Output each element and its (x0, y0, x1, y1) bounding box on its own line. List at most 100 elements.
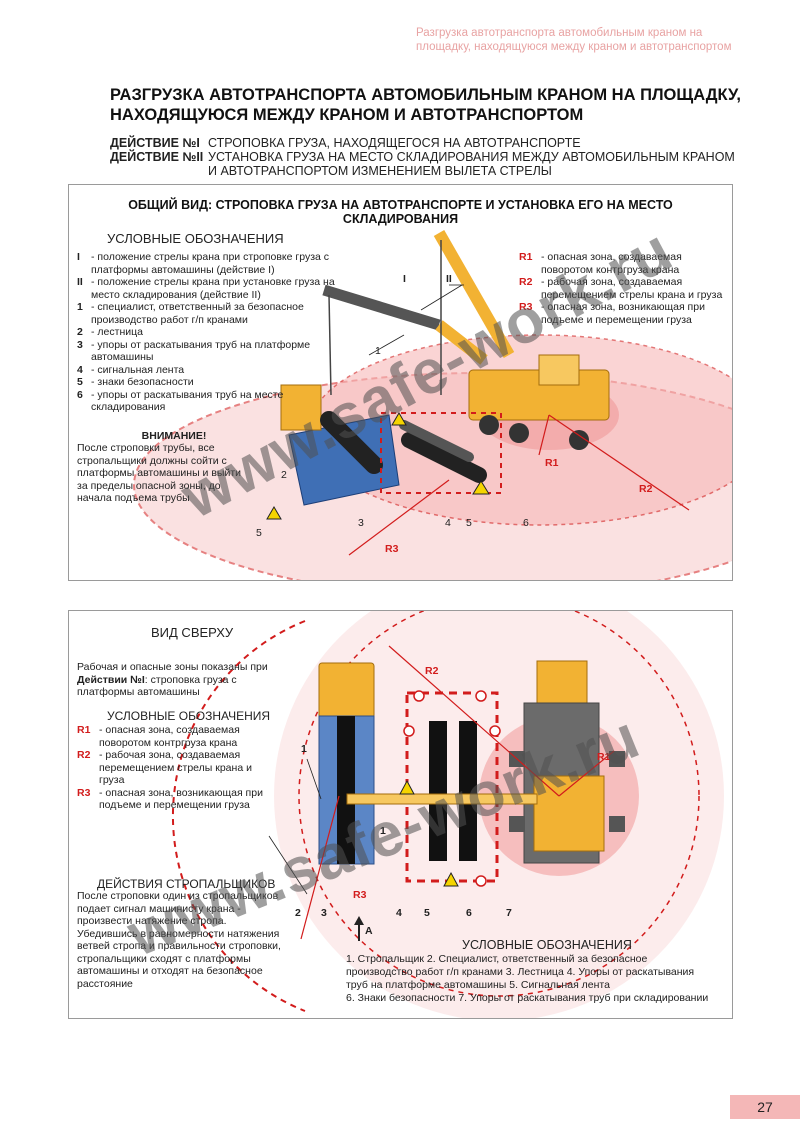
callout-5b: 5 (256, 527, 262, 539)
r3-line (300, 795, 340, 940)
r1-line (538, 414, 550, 456)
callout-5: 5 (424, 907, 430, 919)
callout-r1: R1 (597, 751, 611, 763)
callout-6: 6 (466, 907, 472, 919)
r1-line (558, 750, 615, 797)
hook-line-1 (328, 294, 332, 396)
bottom-legend-line: труб на платформе автомашины 5. Сигнальн… (346, 979, 610, 991)
callout-r3: R3 (353, 889, 367, 901)
outrigger (509, 816, 525, 832)
zone-r2-circle (298, 611, 700, 997)
truck-cabin (280, 384, 322, 431)
action-2-text-cont: И АВТОТРАНСПОРТОМ ИЗМЕНЕНИЕМ ВЫЛЕТА СТРЕ… (208, 164, 552, 178)
legend-item: 3- упоры от раскатывания труб на платфор… (77, 338, 311, 364)
panel1-legend: I- положение стрелы крана при строповке … (77, 251, 357, 414)
prohibition-sign (403, 725, 415, 737)
actions-block: ДЕЙСТВИЕ №I СТРОПОВКА ГРУЗА, НАХОДЯЩЕГОС… (110, 136, 760, 178)
zone-item-r3: R3- опасная зона, возникающая при подъем… (77, 786, 263, 812)
warning-sign (472, 480, 490, 495)
outrigger (609, 816, 625, 832)
crane-boom-top (346, 793, 538, 805)
callout-2: 2 (295, 907, 301, 919)
action-2-text: УСТАНОВКА ГРУЗА НА МЕСТО СКЛАДИРОВАНИЯ М… (208, 150, 735, 164)
pipe-on-truck-top (337, 716, 355, 864)
bottom-legend-line: производство работ г/п кранами 3. Лестни… (346, 966, 695, 978)
pipe-stored (401, 432, 487, 483)
legend-item: II- положение стрелы крана при установке… (77, 276, 335, 301)
r2-line (548, 414, 690, 511)
panel2-heading: ВИД СВЕРХУ (151, 625, 234, 640)
warning-title: ВНИМАНИЕ! (141, 430, 207, 442)
bottom-legend-title: УСЛОВНЫЕ ОБОЗНАЧЕНИЯ (462, 938, 632, 952)
truck-platform (288, 414, 400, 506)
boom-position-1 (322, 284, 441, 331)
action-1: ДЕЙСТВИЕ №I СТРОПОВКА ГРУЗА, НАХОДЯЩЕГОС… (110, 136, 760, 150)
pipe-on-truck (320, 411, 383, 474)
crane-turret-top (533, 775, 605, 852)
callout-1: 1 (301, 743, 307, 755)
page-number: 27 (757, 1099, 773, 1115)
general-view-panel: ОБЩИЙ ВИД: СТРОПОВКА ГРУЗА НА АВТОТРАНСП… (68, 184, 733, 581)
legend-item: 6- упоры от раскатывания труб на месте с… (77, 388, 284, 414)
stored-pipe (429, 721, 447, 861)
boom-position-2 (433, 230, 515, 358)
callout-r1: R1 (545, 457, 559, 469)
prohibition-sign (475, 690, 487, 702)
header-note: Разгрузка автотранспорта автомобильным к… (416, 27, 732, 53)
signal-tape (380, 412, 502, 494)
riggers-title: ДЕЙСТВИЯ СТРОПАЛЬЩИКОВ (97, 877, 276, 891)
callout-II: II (446, 273, 452, 285)
legend-item: 2- лестница (77, 326, 143, 338)
warning-sign (399, 779, 415, 795)
legend-item: 4- сигнальная лента (77, 363, 185, 376)
callout-7: 7 (506, 907, 512, 919)
callout-1b: 1 (380, 825, 386, 837)
zone-item-r2: R2- рабочая зона, создаваемая перемещени… (519, 276, 723, 301)
callout-3: 3 (321, 907, 327, 919)
callout-4: 4 (396, 907, 402, 919)
r2-line (388, 645, 560, 797)
bottom-legend: 1. Стропальщик 2. Специалист, ответствен… (346, 953, 726, 1005)
stored-pipe (459, 721, 477, 861)
prohibition-sign (489, 725, 501, 737)
legend-item: I- положение стрелы крана при строповке … (77, 251, 330, 276)
crane-cabin (538, 354, 580, 386)
top-view-panel: ВИД СВЕРХУ Рабочая и опасные зоны показа… (68, 610, 733, 1019)
zone-item-r1: R1- опасная зона, создаваемая поворотом … (77, 724, 240, 749)
warning-sign (266, 506, 282, 520)
panel2-zones-legend: R1- опасная зона, создаваемая поворотом … (77, 724, 277, 812)
r3-line (348, 479, 450, 556)
zone-item-r2: R2- рабочая зона, создаваемая перемещени… (77, 749, 252, 786)
zone-item-r3: R3- опасная зона, возникающая при подъем… (519, 301, 705, 326)
prohibition-sign (475, 875, 487, 887)
warning-text: После строповки трубы, все стропальщики … (77, 442, 242, 504)
callout-r3: R3 (385, 543, 399, 555)
panel2-note: Рабочая и опасные зоны показаны при Дейс… (77, 661, 268, 698)
bottom-legend-line: 6. Знаки безопасности 7. Упоры от раскат… (346, 992, 709, 1004)
callout-3: 3 (358, 517, 364, 529)
crane-wheel (569, 430, 589, 450)
crane-wheel (479, 415, 499, 435)
action-1-text: СТРОПОВКА ГРУЗА, НАХОДЯЩЕГОСЯ НА АВТОТРА… (208, 136, 581, 150)
panel1-heading: ОБЩИЙ ВИД: СТРОПОВКА ГРУЗА НА АВТОТРАНСП… (128, 198, 673, 226)
panel1-legend-title: УСЛОВНЫЕ ОБОЗНАЧЕНИЯ (107, 231, 284, 246)
panel2-legend-title: УСЛОВНЫЕ ОБОЗНАЧЕНИЯ (107, 709, 271, 723)
crane-cabin-top (536, 660, 588, 704)
action-2-label: ДЕЙСТВИЕ №II (110, 150, 204, 164)
top-view-illustration (171, 611, 724, 1018)
legend-item: 1- специалист, ответственный за безопасн… (77, 301, 304, 326)
riggers-text: После строповки один из стропальщиков по… (77, 890, 281, 990)
zone-item-r1: R1- опасная зона, создаваемая поворотом … (519, 251, 682, 276)
callout-view-a: А (365, 925, 373, 937)
bottom-legend-line: 1. Стропальщик 2. Специалист, ответствен… (346, 953, 648, 965)
action-2: ДЕЙСТВИЕ №II УСТАНОВКА ГРУЗА НА МЕСТО СК… (110, 150, 760, 164)
outrigger (609, 751, 625, 767)
page-number-box (730, 1095, 800, 1119)
action-1-label: ДЕЙСТВИЕ №I (110, 136, 200, 150)
truck-cabin-top (318, 662, 375, 719)
general-view-illustration (133, 230, 732, 580)
legend-item: 5- знаки безопасности (77, 376, 194, 388)
warning-sign (443, 871, 459, 887)
callout-1: 1 (375, 345, 381, 357)
